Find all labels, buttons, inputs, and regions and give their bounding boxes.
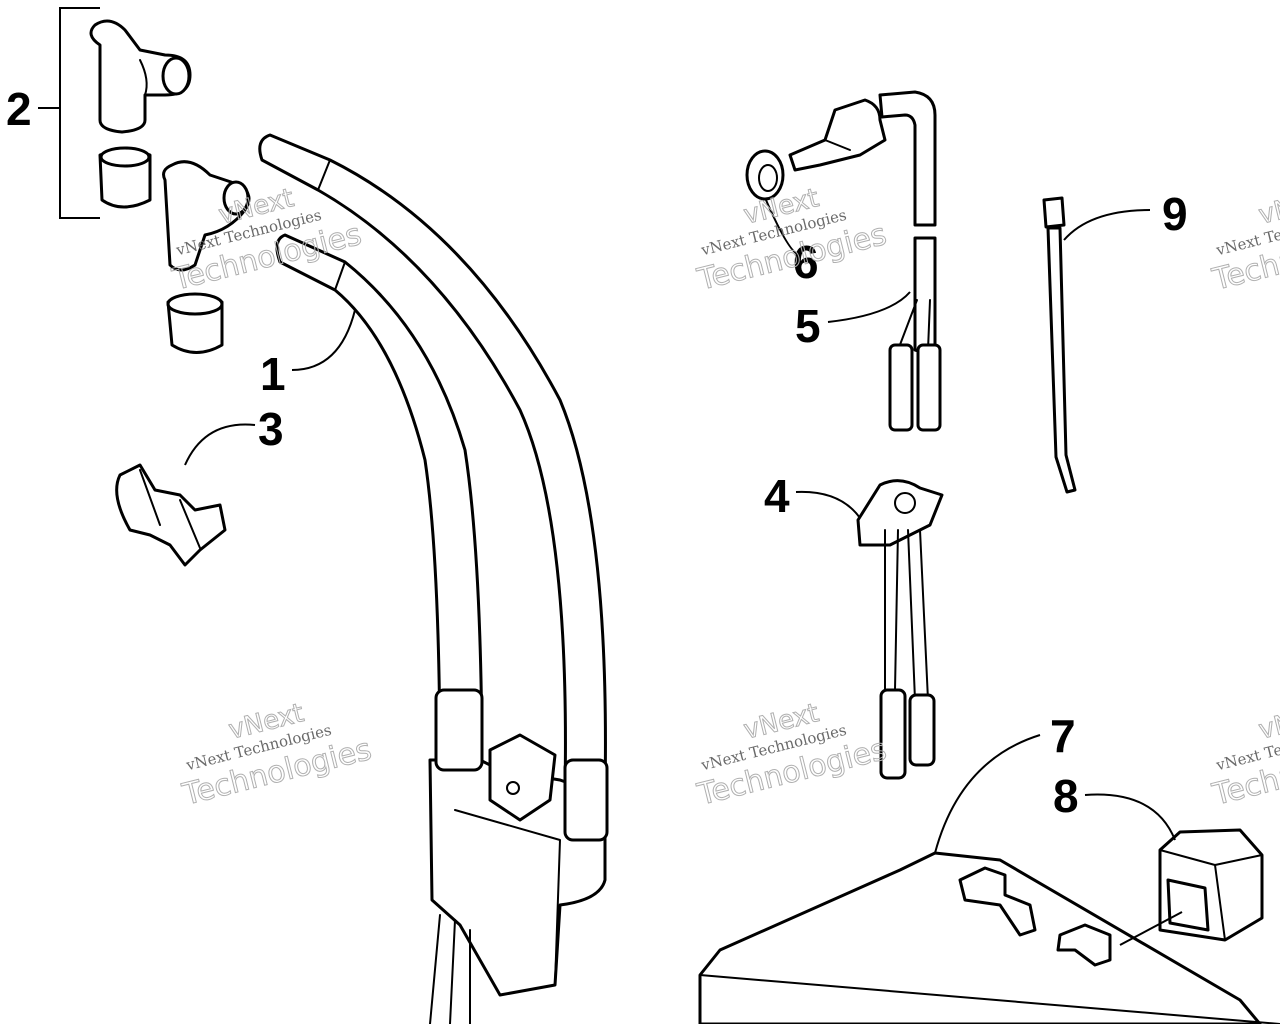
callout-2: 2 [6, 83, 32, 135]
callout-4: 4 [764, 470, 790, 522]
ignition-coil [258, 133, 609, 1024]
cable-clip [115, 423, 256, 567]
svg-text:vNext: vNext [1256, 183, 1280, 230]
callout-9: 9 [1162, 188, 1188, 240]
thermo-switch [795, 479, 944, 780]
cable-tie [1042, 196, 1151, 494]
svg-text:vNext: vNext [1256, 698, 1280, 745]
control-module [698, 734, 1280, 1024]
callout-5: 5 [795, 300, 821, 352]
connector-cover [1084, 793, 1264, 946]
callout-8: 8 [1053, 770, 1079, 822]
callout-3: 3 [258, 403, 284, 455]
watermark-mid-center: vNext vNext Technologies Technologies [693, 698, 890, 814]
watermark-mid-right: vNext vNext Technologies Technologies [1208, 698, 1280, 814]
temperature-sensor [745, 90, 942, 432]
watermark-top-right: vNext vNext Technologies Technologies [1208, 183, 1280, 299]
callout-6: 6 [793, 236, 819, 288]
watermark-mid-left: vNext vNext Technologies Technologies [178, 698, 375, 814]
callout-1: 1 [260, 348, 286, 400]
callout-7: 7 [1050, 710, 1076, 762]
spark-plug-caps [38, 7, 251, 354]
watermark-top-center: vNext vNext Technologies Technologies [693, 183, 890, 299]
